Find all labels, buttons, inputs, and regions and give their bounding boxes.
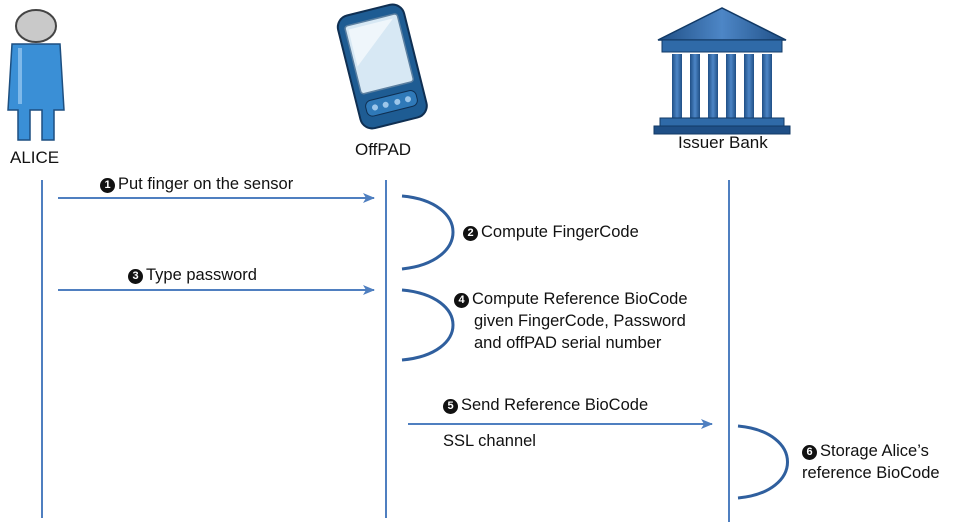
step-4-line-2: given FingerCode, Password [474, 312, 686, 330]
alice-label: ALICE [10, 148, 60, 167]
step-number-badge: 1 [100, 178, 115, 193]
arc-compute-fingercode [401, 194, 455, 271]
step-number-badge: 3 [128, 269, 143, 284]
bank-building-icon [653, 7, 791, 135]
offpad-device-icon [336, 3, 428, 130]
step-number-badge: 4 [454, 293, 469, 308]
alice-person-icon [7, 9, 65, 141]
step-2-text: Compute FingerCode [481, 223, 639, 241]
step-number-badge: 2 [463, 226, 478, 241]
step-number-badge: 5 [443, 399, 458, 414]
offpad-label: OffPAD [355, 140, 412, 159]
step-5-text: Send Reference BioCode [461, 396, 649, 414]
step-4-line-1: Compute Reference BioCode [472, 290, 688, 308]
arc-storage-biocode [737, 424, 789, 500]
arc-compute-reference-biocode [401, 288, 455, 362]
step-4-line-3: and offPAD serial number [474, 334, 662, 352]
ssl-channel-label: SSL channel [443, 432, 536, 450]
step-6-line-2: reference BioCode [802, 464, 940, 482]
step-3-text: Type password [146, 266, 257, 284]
step-6-line-1: Storage Alice’s [820, 442, 929, 460]
step-1-text: Put finger on the sensor [118, 175, 294, 193]
bank-label: Issuer Bank [678, 133, 768, 152]
step-number-badge: 6 [802, 445, 817, 460]
